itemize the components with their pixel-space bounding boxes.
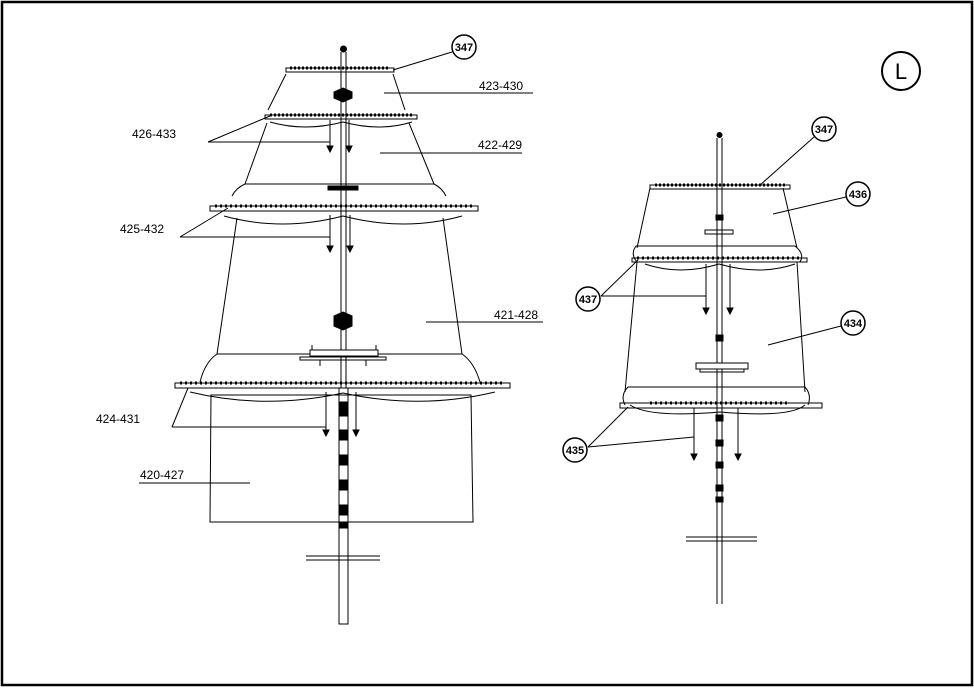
label-435: 435: [562, 437, 588, 463]
course-sail: [209, 394, 474, 523]
label-text: 435: [566, 445, 584, 457]
fore-mast-assembly: [139, 45, 543, 625]
mizzen-topgallant-foot: [632, 245, 803, 263]
label-text: 347: [815, 124, 833, 136]
label-royal-sail: 423-430: [479, 79, 523, 93]
mizzen-mast-assembly: [587, 132, 847, 604]
label-topsail: 421-428: [494, 308, 538, 322]
label-text: 436: [849, 189, 867, 201]
label-topsail-yard: 424-431: [96, 412, 140, 426]
label-topgallant-sail: 422-429: [478, 138, 522, 152]
mizzen-topsail-edges: [624, 261, 806, 393]
mizzen-topgallant-edges: [636, 187, 798, 249]
label-347-fore: 347: [451, 34, 477, 60]
topsail-edges: [216, 217, 463, 355]
label-436: 436: [845, 181, 871, 207]
label-text: 437: [579, 294, 597, 306]
label-course: 420-427: [140, 468, 184, 482]
label-text: 347: [455, 42, 473, 54]
sheet-letter-badge: L: [881, 51, 921, 91]
label-text: 434: [844, 318, 863, 330]
label-437: 437: [575, 286, 601, 312]
royal-edges: [267, 73, 406, 111]
label-347-mizzen: 347: [811, 116, 837, 142]
label-royal-yard: 426-433: [132, 127, 176, 141]
label-434: 434: [840, 310, 866, 336]
label-topgallant-yard: 425-432: [120, 222, 164, 236]
sheet-letter: L: [895, 59, 907, 84]
topgallant-foot: [231, 183, 447, 197]
